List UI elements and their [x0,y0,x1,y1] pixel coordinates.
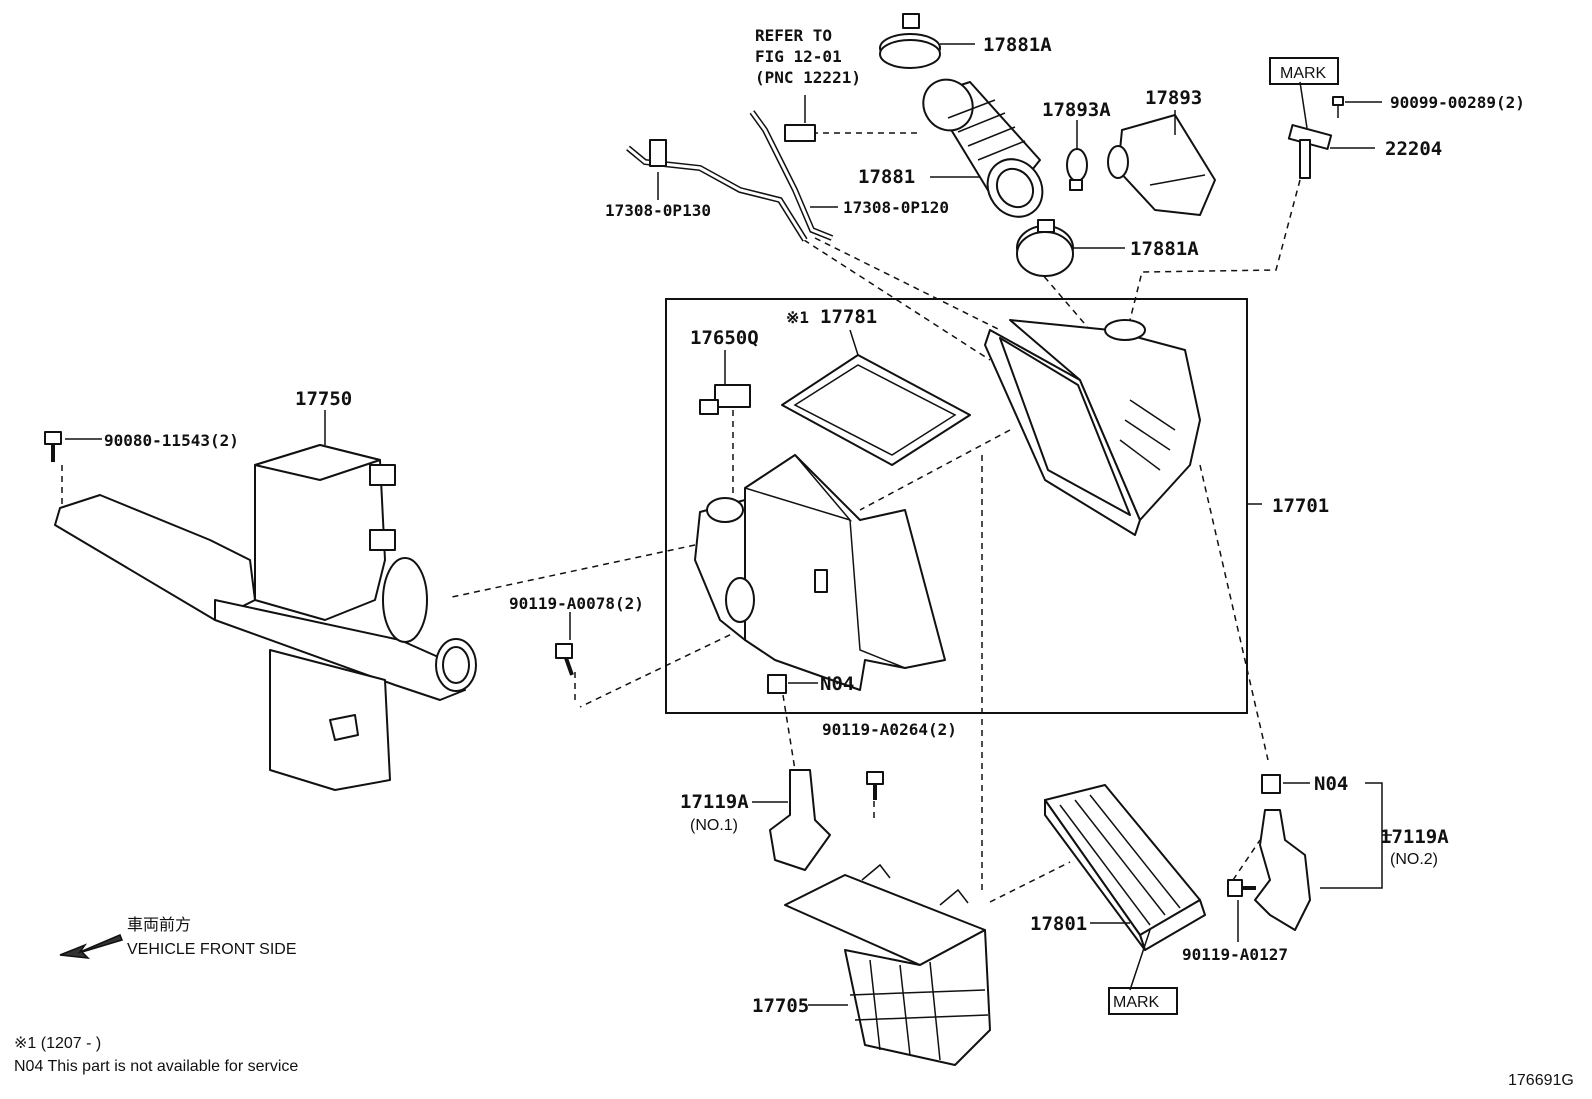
label-90119-A0264: 90119-A0264(2) [822,720,957,739]
air-cleaner-case [694,454,946,691]
label-no1: (NO.1) [690,817,738,834]
label-no2: (NO.2) [1390,851,1438,868]
label-N04-right: N04 [1314,773,1348,795]
bolt-90080 [44,431,102,462]
label-17881A-top: 17881A [983,34,1052,56]
label-refer-1: REFER TO [755,26,832,45]
clamp-17881A-top [879,13,975,69]
hose-17881 [922,78,1044,218]
filter-element-17801 [1044,784,1206,991]
label-17705: 17705 [752,995,809,1017]
label-90119-A0078: 90119-A0078(2) [509,594,644,613]
label-refer-3: (PNC 12221) [755,68,861,87]
lower-case-17705 [784,863,991,1066]
label-front-jp: 車両前方 [127,916,191,934]
air-cleaner-cap [984,319,1201,536]
footnote-1: ※1 (1207 - ) [14,1035,101,1052]
clamp-17893A [1066,120,1088,191]
label-mark-top: MARK [1280,65,1327,82]
vehicle-front-arrow-icon [59,934,124,959]
connector-refer [784,95,816,142]
clamp-17881A-mid [1016,219,1125,277]
bracket-17119A-no1 [752,769,831,871]
mark-box-top [1269,57,1339,85]
label-17750: 17750 [295,388,352,410]
label-17881A-mid: 17881A [1130,238,1199,260]
label-22204: 22204 [1385,138,1442,160]
resonator-17893 [1107,110,1216,216]
bolt-90099 [1332,96,1382,118]
label-17881: 17881 [858,166,915,188]
label-17119A-no1: 17119A [680,791,749,813]
label-90099: 90099-00289(2) [1390,93,1525,112]
label-17308-0P130: 17308-0P130 [605,201,711,220]
label-17701: 17701 [1272,495,1329,517]
figure-id: 176691G [1508,1072,1574,1089]
grommet-N04-center [767,674,818,694]
inlet-duct-17750 [54,410,477,791]
label-90119-A0127: 90119-A0127 [1182,945,1288,964]
gasket-17781 [781,329,971,466]
assembly-box-17701 [665,298,1248,714]
label-17781-mark: ※1 [786,308,809,327]
bracket-17119A-no2 [1254,782,1392,931]
label-refer-2: FIG 12-01 [755,47,842,66]
bolt-90119-A0078 [555,612,574,676]
label-17781: 17781 [820,306,877,328]
label-17893A: 17893A [1042,99,1111,121]
bolt-90119-A0264 [866,771,884,800]
hose-17308-0P120 [749,110,838,241]
mark-box-bottom [1108,987,1178,1015]
label-mark-bottom: MARK [1113,994,1160,1011]
bolt-90119-A0127 [1227,879,1256,942]
hose-17308-0P130 [626,139,808,242]
label-17893: 17893 [1145,87,1202,109]
label-90080: 90080-11543(2) [104,431,239,450]
label-17308-0P120: 17308-0P120 [843,198,949,217]
dashed-connections [61,132,1301,903]
grommet-N04-right [1261,774,1310,794]
label-17119A-no2: 17119A [1380,826,1449,848]
sensor-22204 [1287,81,1375,179]
footnote-2: N04 This part is not available for servi… [14,1058,298,1075]
valve-17650Q [699,350,751,415]
label-front-en: VEHICLE FRONT SIDE [127,941,297,958]
label-17650Q: 17650Q [690,327,759,349]
label-N04-center: N04 [820,673,854,695]
label-17801: 17801 [1030,913,1087,935]
